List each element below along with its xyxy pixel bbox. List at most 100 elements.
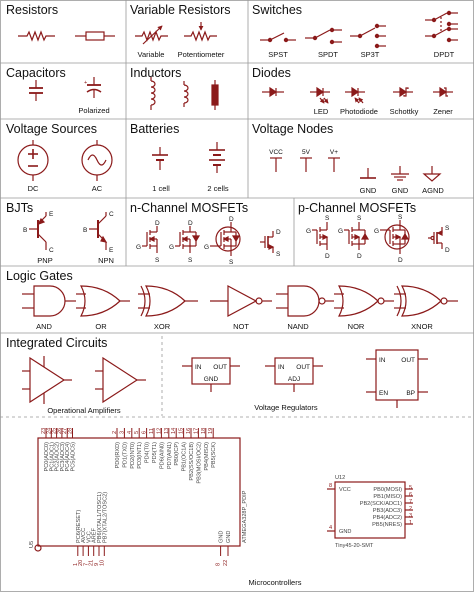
title-resistors: Resistors [6,3,58,17]
atmega-left-pin-label: PC4(ADC4) [65,442,71,472]
battery-1-cell-symbol [152,147,168,170]
label-led: LED [314,107,329,116]
nmos-simplified-symbol [260,231,275,253]
atmega-right-pin-label: PD7(AIN1) [167,442,173,469]
svg-text:+: + [84,80,87,86]
nmos-symbol-3 [210,222,241,256]
attiny-right-pin-label: PB1(MISO) [373,494,402,500]
atmega-left-pin-label: PC1(ADC1) [49,442,55,472]
pmos-symbol-1 [312,222,329,250]
reg3-out: OUT [401,357,415,364]
gnd-node-symbol-2 [391,166,409,181]
atmega-top-pin-number: 19 [208,428,214,434]
atmega-top-pin-number: 28 [68,428,74,434]
not-gate-symbol [210,284,272,318]
atmega-left-pin-label: VCC [86,531,92,543]
label-variable: Variable [138,50,165,59]
atmega-top-pin-number: 18 [201,428,207,434]
atmega-top-pin-number: 14 [171,428,177,434]
atmega-right-pin-label: PB1(OC1A) [182,442,188,472]
atmega-left-pin-label: PB6(XTAL1/TOSC1) [97,492,103,543]
pin-e-pnp: E [49,211,54,218]
label-photodiode: Photodiode [340,107,378,116]
title-batteries: Batteries [130,122,179,136]
title-inductors: Inductors [130,66,181,80]
reg2-in: IN [278,364,285,371]
atmega-left-pin-label: AREF [92,527,98,543]
label-zener: Zener [433,107,453,116]
atmega-right-pin-label: PD5(T1) [152,442,158,463]
pin-b-pnp: B [23,227,27,234]
spdt-switch-symbol [305,27,342,45]
label-2-cells: 2 cells [207,184,229,193]
atmega-top-pin-number: 12 [156,428,162,434]
label-vcc: VCC [269,149,283,156]
attiny-right-pin-label: PB0(MOSI) [373,487,402,493]
pmos-symbol-2 [344,222,370,250]
reg3-en: EN [379,390,388,397]
atmega-right-pin-label: PB2(SS/OC1B) [189,442,195,481]
ac-source-symbol [81,140,113,181]
label-schottky: Schottky [390,107,419,116]
title-bjts: BJTs [6,201,33,215]
attiny-ref: U12 [335,475,345,481]
title-voltage-nodes: Voltage Nodes [252,122,333,136]
and-gate-symbol [22,285,76,317]
label-not: NOT [233,322,249,331]
label-gnd: GND [360,186,377,195]
ferrite-bead-symbol [211,80,219,110]
attiny-right-pin-label: PB5(NRES) [372,522,402,528]
atmega-right-pin-label: PB4(MISO) [204,442,210,471]
pin-g-nmos2: G [169,244,174,251]
title-switches: Switches [252,3,302,17]
pin-g-pmos2: G [338,228,343,235]
atmega-right-pin-label: PD6(AIN0) [159,442,165,469]
zener-diode-symbol [433,86,453,98]
atmega-right-pin-label: PD1(TXD) [122,442,128,468]
schottky-diode-symbol [393,86,413,98]
pin-s-nmos1: S [155,257,160,264]
atmega-right-pin-label: PD4(T0) [145,442,151,463]
npn-transistor-symbol [89,212,108,250]
or-gate-symbol [76,285,130,317]
xnor-gate-symbol [394,285,458,317]
title-integrated-circuits: Integrated Circuits [6,336,107,350]
atmega-top-pin-number: 23 [41,428,47,434]
pin-s-pmos1: S [325,215,330,222]
inductor-symbol-1 [150,77,156,110]
label-nor: NOR [348,322,365,331]
photodiode-symbol [345,86,365,104]
label-voltage-regulators: Voltage Regulators [254,403,318,412]
title-logic-gates: Logic Gates [6,269,73,283]
pin-g-nmos3: G [204,244,209,251]
attiny-part: Tiny45-20-SMT [335,543,374,549]
label-v-plus: V+ [330,149,338,156]
pin-s-pmos2: S [357,215,362,222]
reg1-in: IN [195,364,202,371]
atmega-top-pin-number: 3 [119,431,125,434]
pin-d-pmos3: D [398,257,403,264]
pin-d-nmos1: D [155,220,160,227]
atmega-bottom-pin-number: 20 [78,560,84,566]
reg3-in: IN [379,357,386,364]
attiny-right-pin-label: PB3(ADC3) [373,508,402,514]
attiny-right-pin-number: 3 [409,513,412,519]
pin-g-pmos1: G [306,228,311,235]
led-symbol [310,86,330,104]
atmega-top-pin-number: 2 [112,431,118,434]
atmega-bottom-pin-number: 22 [223,560,229,566]
label-agnd: AGND [422,186,444,195]
label-microcontrollers: Microcontrollers [249,578,302,587]
pin-g-nmos1: G [136,244,141,251]
resistor-symbol-zigzag [18,30,55,42]
pin-d-nmos2: D [188,220,193,227]
battery-2-cell-symbol [209,142,225,173]
pin-d-nmos4: D [276,229,281,236]
attiny-right-pin-number: 5 [409,485,412,491]
nmos-symbol-2 [175,226,201,253]
atmega-left-pin-label: PC0(ADC0) [44,442,50,472]
reg1-out: OUT [213,364,227,371]
label-5v: 5V [302,149,311,156]
